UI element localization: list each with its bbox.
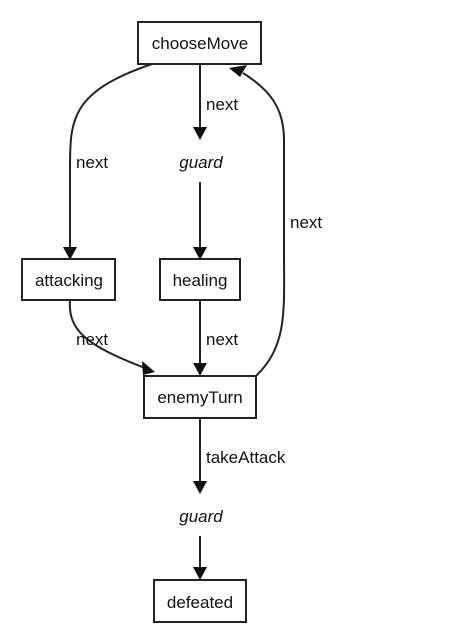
state-defeated-label: defeated [167,593,233,612]
guard-before-healing: guard [179,153,223,172]
state-healing: healing [159,258,241,301]
arrowhead-attacking [63,247,77,260]
edge-label-enemy-to-choose: next [290,213,322,232]
arrowhead-enemy-top [193,363,207,376]
state-enemy-turn: enemyTurn [143,375,257,419]
edge-attacking-to-enemy [68,299,146,369]
arrowhead-defeated [193,567,207,580]
arrowhead-choose [229,65,247,77]
edge-enemy-to-choose [242,72,286,377]
arrowhead-healing [193,247,207,260]
edge-label-attacking-to-enemy: next [76,330,108,349]
state-choose-move: chooseMove [137,21,262,65]
state-attacking-label: attacking [35,271,103,290]
edge-label-enemy-to-defeated: takeAttack [206,448,286,467]
edge-choose-to-attacking [69,63,153,248]
edge-label-healing-to-enemy: next [206,330,238,349]
state-defeated: defeated [153,579,247,623]
arrowhead-guard-top [193,127,207,140]
guard-before-defeated: guard [179,507,223,526]
state-healing-label: healing [173,271,228,290]
edge-label-choose-to-healing: next [206,95,238,114]
state-enemy-turn-label: enemyTurn [157,388,242,407]
arrowhead-guard-bottom [193,481,207,494]
state-choose-move-label: chooseMove [152,34,248,53]
edge-label-choose-to-attacking: next [76,153,108,172]
arrowhead-enemy-left [142,361,155,375]
state-attacking: attacking [21,258,116,301]
